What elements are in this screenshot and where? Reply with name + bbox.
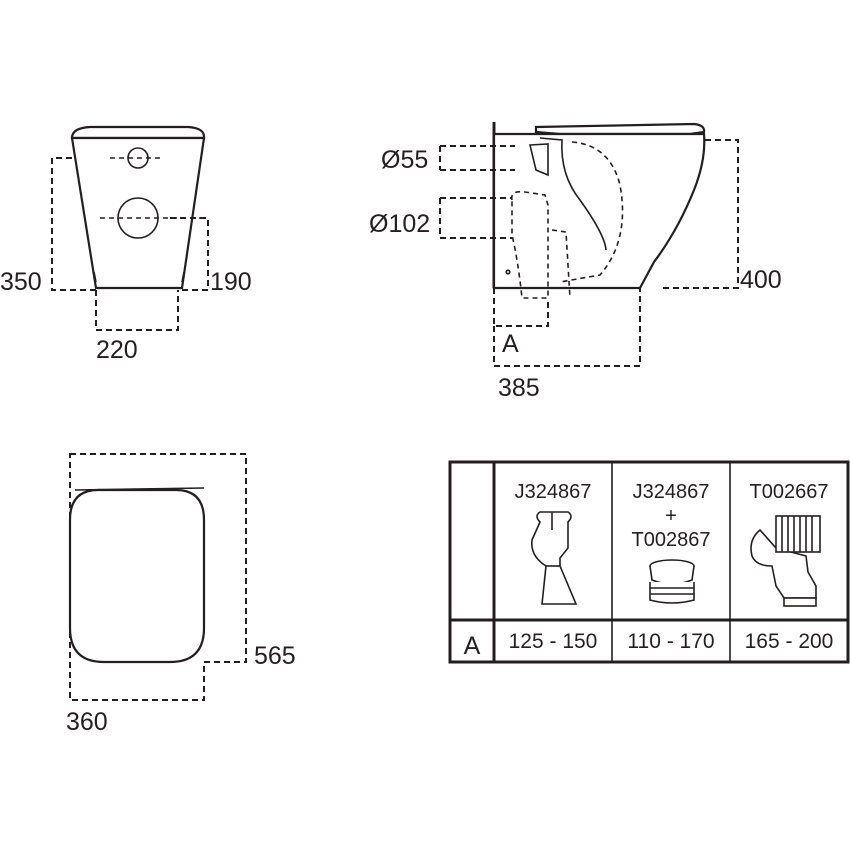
top-dim-565: 565 (254, 642, 296, 670)
front-dim-350: 350 (0, 268, 42, 296)
front-dim-220: 220 (96, 336, 138, 364)
front-body (70, 136, 206, 290)
connector-j324867-icon (530, 511, 578, 605)
table-col2-code2: T002867 (632, 529, 711, 551)
top-seat (68, 488, 206, 664)
top-pan-outline (69, 453, 247, 701)
table-col3-range: 165 - 200 (745, 630, 834, 653)
table-col2-plus: + (665, 505, 677, 527)
table-col2-range: 110 - 170 (627, 630, 714, 653)
connector-t002667-icon (750, 515, 821, 607)
front-lid (70, 125, 206, 140)
side-dim-385: 385 (498, 374, 540, 402)
table-col3-code: T002667 (750, 481, 829, 503)
side-dim-outlet: Ø102 (369, 210, 430, 238)
side-dim-400: 400 (740, 266, 782, 294)
table-row-label: A (464, 632, 481, 660)
side-dim-a: A (502, 330, 519, 358)
side-dim-inlet: Ø55 (381, 146, 428, 174)
side-seat (534, 122, 706, 136)
side-view: Ø55 Ø102 400 A 385 (369, 122, 782, 402)
top-view: 565 360 (66, 453, 296, 736)
side-bowl (492, 132, 706, 290)
table-frame (448, 460, 850, 664)
connector-t002867-icon (649, 559, 695, 604)
connector-table: J324867 J324867 + T002867 T002667 (448, 460, 850, 664)
table-col1-code: J324867 (515, 481, 592, 503)
top-dim-360: 360 (66, 708, 108, 736)
front-dim-190: 190 (210, 268, 252, 296)
table-col1-range: 125 - 150 (509, 630, 598, 653)
table-col2-code: J324867 (633, 481, 710, 503)
front-view: 350 190 220 (0, 125, 252, 364)
